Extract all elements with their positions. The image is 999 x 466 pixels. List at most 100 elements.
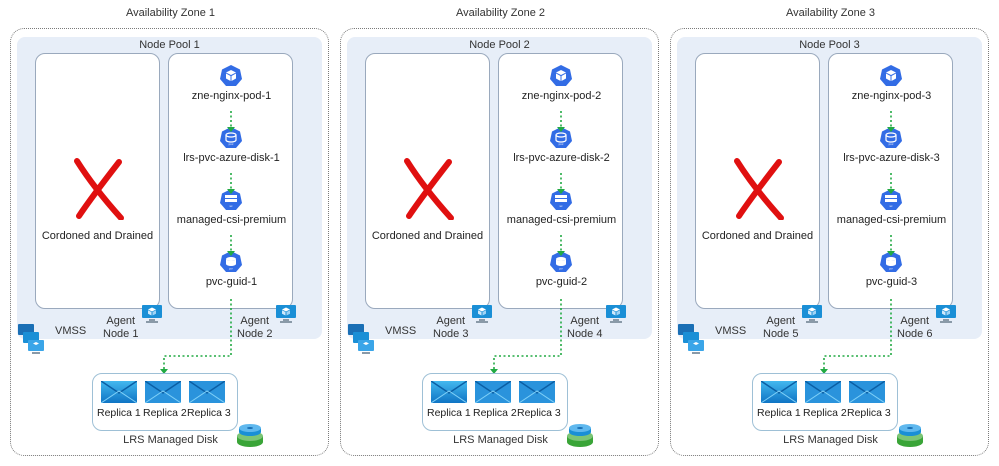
svg-text:pv: pv	[889, 267, 893, 271]
virtual-machine-icon	[802, 305, 822, 323]
storage-class-label: managed-csi-premium	[176, 214, 287, 226]
active-node: zne-nginx-pod-3 pvc lrs-pvc-azure-disk-3…	[828, 53, 953, 309]
storage-class-icon: sc	[880, 189, 902, 210]
cordoned-label: Cordoned and Drained	[41, 230, 154, 242]
managed-disk-icon	[237, 424, 263, 447]
zone-title: Availability Zone 3	[785, 7, 876, 19]
cordoned-node: Cordoned and Drained	[35, 53, 160, 309]
svg-text:pv: pv	[559, 267, 563, 271]
svg-text:pvc: pvc	[889, 142, 894, 146]
node-pool-title: Node Pool 2	[469, 39, 530, 51]
replica-label: Replica 2	[803, 407, 847, 419]
availability-zone: Availability Zone 3 Node Pool 3 Cordoned…	[670, 7, 989, 456]
pvc-label: lrs-pvc-azure-disk-1	[183, 152, 280, 164]
vmss-label: VMSS	[385, 325, 417, 337]
storage-class-icon: sc	[220, 189, 242, 210]
svg-text:pvc: pvc	[229, 142, 234, 146]
zone-title: Availability Zone 2	[455, 7, 546, 19]
persistent-volume-icon: pv	[880, 251, 902, 272]
persistent-volume-icon: pv	[550, 251, 572, 272]
cordoned-label: Cordoned and Drained	[371, 230, 484, 242]
x-mark-icon	[734, 158, 784, 220]
storage-class-icon: sc	[550, 189, 572, 210]
active-node: zne-nginx-pod-1 pvc lrs-pvc-azure-disk-1…	[168, 53, 293, 309]
managed-disk-label: LRS Managed Disk	[453, 434, 548, 446]
svg-text:pv: pv	[229, 267, 233, 271]
vmss-label: VMSS	[55, 325, 87, 337]
replica-label: Replica 1	[97, 407, 141, 419]
availability-zone: Availability Zone 2 Node Pool 2 Cordoned…	[340, 7, 659, 456]
disk-replica-icon	[145, 381, 181, 403]
disk-replica-icon	[189, 381, 225, 403]
zone-title: Availability Zone 1	[125, 7, 216, 19]
replica-label: Replica 3	[847, 407, 891, 419]
pv-label: pvc-guid-3	[865, 276, 918, 288]
virtual-machine-icon	[472, 305, 492, 323]
replica-label: Replica 3	[517, 407, 561, 419]
node-pool-title: Node Pool 1	[139, 39, 200, 51]
replica-label: Replica 2	[143, 407, 187, 419]
availability-zone: Availability Zone 1 Node Pool 1 Cordoned…	[10, 7, 329, 456]
persistent-volume-claim-icon: pvc	[880, 127, 902, 148]
managed-disk-replicas: Replica 1 Replica 2 Replica 3	[92, 373, 238, 431]
disk-replica-icon	[849, 381, 885, 403]
pv-label: pvc-guid-1	[205, 276, 258, 288]
disk-replica-icon	[519, 381, 555, 403]
disk-replica-icon	[761, 381, 797, 403]
vm-scale-set-icon	[18, 324, 44, 354]
node-pool-title: Node Pool 3	[799, 39, 860, 51]
virtual-machine-icon	[276, 305, 296, 323]
storage-class-label: managed-csi-premium	[836, 214, 947, 226]
pv-label: pvc-guid-2	[535, 276, 588, 288]
replica-label: Replica 1	[757, 407, 801, 419]
vm-scale-set-icon	[348, 324, 374, 354]
managed-disk-label: LRS Managed Disk	[123, 434, 218, 446]
managed-disk-icon	[567, 424, 593, 447]
cordoned-node: Cordoned and Drained	[365, 53, 490, 309]
x-mark-icon	[404, 158, 454, 220]
replica-label: Replica 3	[187, 407, 231, 419]
node-pool: Node Pool 3 Cordoned and Drained zne-ngi…	[677, 37, 982, 339]
kubernetes-pod-icon	[880, 65, 902, 86]
vmss-label: VMSS	[715, 325, 747, 337]
managed-disk-replicas: Replica 1 Replica 2 Replica 3	[422, 373, 568, 431]
disk-replica-icon	[101, 381, 137, 403]
kubernetes-pod-icon	[550, 65, 572, 86]
svg-text:sc: sc	[560, 204, 564, 208]
cordoned-node: Cordoned and Drained	[695, 53, 820, 309]
x-mark-icon	[74, 158, 124, 220]
pvc-label: lrs-pvc-azure-disk-3	[843, 152, 940, 164]
cordoned-label: Cordoned and Drained	[701, 230, 814, 242]
pod-label: zne-nginx-pod-1	[191, 90, 272, 102]
managed-disk-icon	[897, 424, 923, 447]
connector-arrows	[160, 111, 235, 374]
replica-label: Replica 2	[473, 407, 517, 419]
pod-label: zne-nginx-pod-2	[521, 90, 602, 102]
node-pool: Node Pool 1 Cordoned and Drained zne-ngi…	[17, 37, 322, 339]
managed-disk-label: LRS Managed Disk	[783, 434, 878, 446]
virtual-machine-icon	[142, 305, 162, 323]
active-node: zne-nginx-pod-2 pvc lrs-pvc-azure-disk-2…	[498, 53, 623, 309]
storage-class-label: managed-csi-premium	[506, 214, 617, 226]
disk-replica-icon	[475, 381, 511, 403]
pvc-label: lrs-pvc-azure-disk-2	[513, 152, 610, 164]
kubernetes-pod-icon	[220, 65, 242, 86]
node-pool: Node Pool 2 Cordoned and Drained zne-ngi…	[347, 37, 652, 339]
persistent-volume-claim-icon: pvc	[220, 127, 242, 148]
connector-arrows	[820, 111, 895, 374]
svg-text:sc: sc	[890, 204, 894, 208]
virtual-machine-icon	[606, 305, 626, 323]
virtual-machine-icon	[936, 305, 956, 323]
disk-replica-icon	[805, 381, 841, 403]
svg-text:sc: sc	[230, 204, 234, 208]
persistent-volume-icon: pv	[220, 251, 242, 272]
disk-replica-icon	[431, 381, 467, 403]
managed-disk-replicas: Replica 1 Replica 2 Replica 3	[752, 373, 898, 431]
replica-label: Replica 1	[427, 407, 471, 419]
